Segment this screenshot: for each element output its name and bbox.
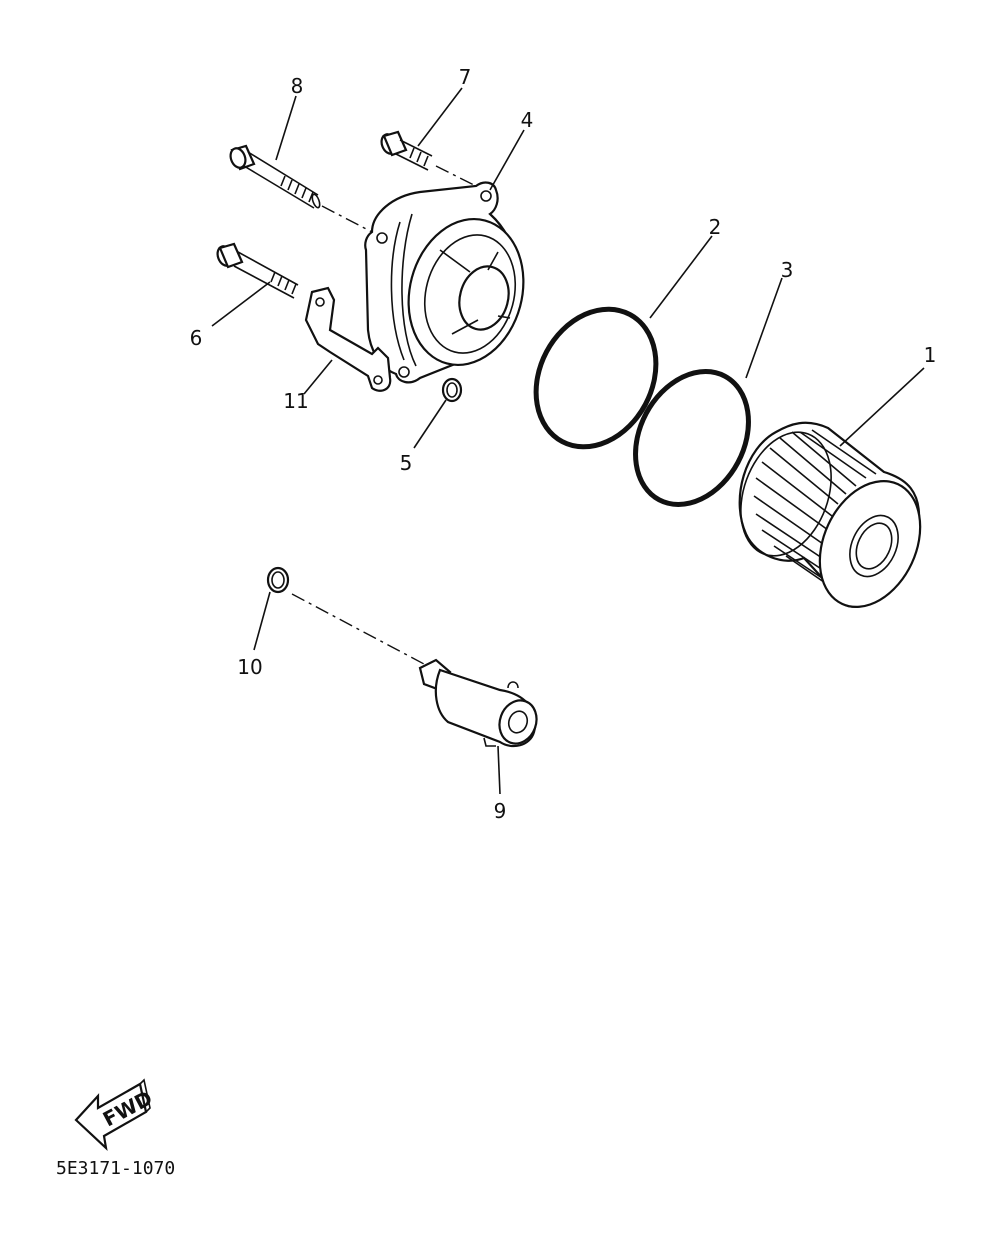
callout-5: 5	[400, 451, 413, 475]
callout-2: 2	[709, 215, 722, 239]
part-8-bolt	[229, 144, 373, 233]
part-1-oil-filter	[738, 421, 922, 608]
fwd-arrow-icon: FWD	[74, 1078, 156, 1152]
leader-lines	[211, 87, 925, 795]
part-4-filter-cover	[364, 181, 525, 384]
part-10-o-ring	[266, 566, 425, 665]
part-7-bolt	[380, 130, 481, 189]
callout-9: 9	[494, 799, 507, 823]
callout-7: 7	[459, 65, 472, 89]
callout-11: 11	[283, 389, 308, 413]
part-3-o-ring	[633, 369, 751, 507]
part-2-o-ring	[533, 306, 659, 450]
callout-4: 4	[521, 108, 534, 132]
callout-8: 8	[291, 74, 304, 98]
part-5-o-ring	[441, 377, 463, 403]
callout-6: 6	[190, 326, 203, 350]
part-6-bolt	[216, 242, 299, 299]
callout-1: 1	[924, 343, 937, 367]
part-11-bracket	[304, 286, 392, 392]
callout-10: 10	[237, 655, 262, 679]
drawing-code: 5E3171-1070	[56, 1158, 175, 1179]
callout-3: 3	[781, 258, 794, 282]
part-9-union-fitting	[418, 658, 538, 748]
